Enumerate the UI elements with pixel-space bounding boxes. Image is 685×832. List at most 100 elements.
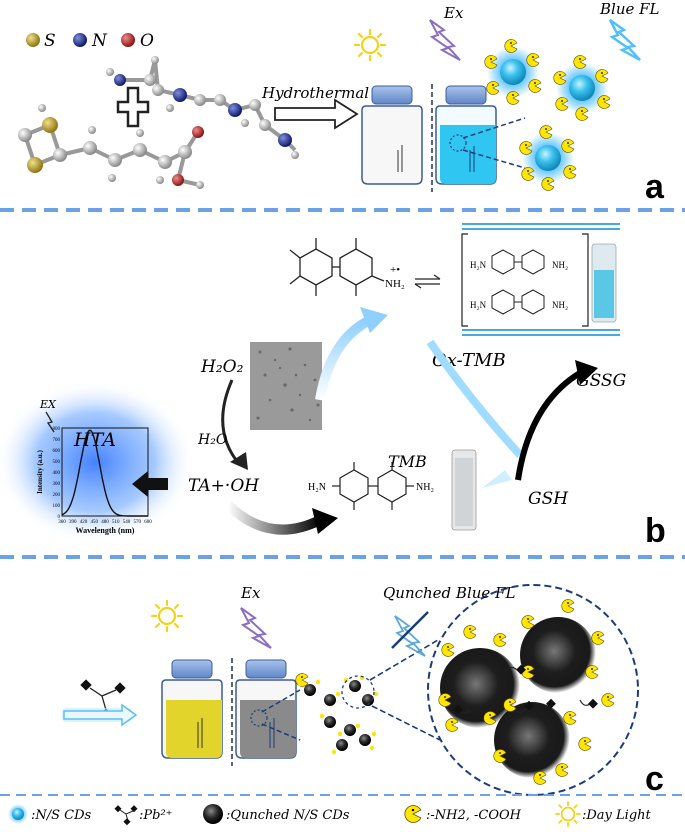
blue-cd: [553, 55, 611, 121]
x-tick-label: 510: [112, 520, 120, 525]
excitation-bolt-icon: [429, 19, 461, 61]
quenched-cd-small: [336, 739, 348, 751]
panel-a: S N O: [18, 0, 660, 192]
ex-spectrum-label: EX: [39, 398, 57, 411]
zoom-line: [261, 689, 301, 713]
ta-to-hta-arrow: [132, 471, 168, 497]
y-tick-label: 500: [53, 460, 61, 465]
quenched-cd-small: [324, 716, 336, 728]
tem-image: [250, 342, 322, 430]
gssg-label: GSSG: [576, 371, 626, 391]
radical-cation-mark: +•: [390, 264, 400, 276]
tmb-oxidation-arrow: [315, 315, 373, 401]
hydrothermal-label: Hydrothermal: [261, 84, 369, 102]
x-tick-label: 360: [58, 520, 66, 525]
ex-label-c: Ex: [240, 584, 261, 602]
atom-s-label: S: [44, 31, 56, 51]
nh2-label: NH₂: [552, 300, 568, 310]
legend-text: :Pb²⁺: [139, 808, 173, 823]
tmb-label: TMB: [388, 452, 427, 471]
tmb-structure: [332, 462, 414, 510]
zoomed-quenched-aggregate: [427, 584, 639, 796]
y-axis-label: Intensity (a.u.): [36, 449, 44, 493]
quenched-cd-small: [362, 694, 374, 706]
charge-transfer-complex: H₂N NH₂ H₂N NH₂: [461, 223, 620, 336]
y-tick-label: 0: [58, 515, 61, 520]
legend-item-nscds: :N/S CDs: [8, 804, 92, 824]
h2o-label: H₂O: [197, 432, 228, 448]
zoom-line: [371, 705, 441, 741]
quenched-cd-small: [344, 724, 356, 736]
ta-oh-label: TA+·OH: [188, 476, 260, 496]
panel-c: Ex: [62, 584, 639, 796]
quenched-cd-aggregates: [295, 673, 379, 755]
blue-cd: [519, 125, 577, 191]
vial-yellow: [161, 659, 223, 759]
vial-gray: [235, 659, 297, 759]
ex-label: Ex: [443, 4, 464, 22]
zoom-line: [462, 149, 526, 169]
tmb-radical-structure: [289, 238, 385, 296]
blue-fluorescence-bolt-icon: [608, 18, 642, 62]
y-tick-label: 600: [53, 449, 61, 454]
legend-item-pb: :Pb²⁺: [114, 805, 173, 826]
gsh-to-gssg-arrow: [515, 367, 587, 481]
sun-icon: [555, 801, 581, 827]
quenched-fl-icon: [391, 611, 429, 657]
quenched-cd-small: [324, 694, 336, 706]
pb-ion-icon: [80, 679, 126, 720]
sulfur-atom-icon: [26, 33, 40, 47]
panel-a-letter: a: [645, 168, 665, 206]
add-pb-arrow: [62, 703, 138, 727]
sun-icon: [150, 599, 184, 633]
legend-text: :N/S CDs: [31, 808, 92, 823]
y-tick-label: 300: [53, 482, 61, 487]
zoom-line: [261, 723, 301, 741]
h2o2-curved-arrow: [221, 379, 242, 466]
legend-item-quenched: :Qunched N/S CDs: [203, 804, 350, 824]
hta-fluorescence-glow: [0, 380, 195, 544]
nitrogen-atom-icon: [73, 33, 87, 47]
panel-b-letter: b: [645, 512, 666, 550]
tepa-molecule: [106, 56, 299, 159]
x-tick-label: 450: [91, 520, 99, 525]
quenched-cd-small: [359, 734, 371, 746]
h2o2-label: H₂O₂: [200, 357, 244, 377]
x-tick-label: 420: [80, 520, 88, 525]
zoom-line: [462, 117, 526, 139]
quenched-cd-large: [520, 617, 596, 693]
y-tick-label: 800: [53, 427, 61, 432]
tmb-nh2-label: NH₂: [416, 482, 434, 493]
tmb-h2n-label: H₂N: [308, 482, 326, 493]
vial-blue: [435, 85, 497, 185]
legend: :N/S CDs :Pb²⁺ :Qunched N/S CDs :-NH2, -…: [8, 801, 652, 827]
lipoic-acid-molecule: [18, 104, 204, 189]
y-tick-label: 200: [53, 493, 61, 498]
excitation-bolt-icon: [240, 607, 272, 649]
quenched-cd-small: [295, 673, 316, 696]
blue-cds-group: [484, 39, 611, 191]
h2n-plus-label: H₂N: [470, 260, 487, 270]
y-tick-label: 400: [53, 471, 61, 476]
legend-text: :Qunched N/S CDs: [226, 808, 350, 823]
atom-n-label: N: [91, 31, 108, 51]
legend-text: :Day Light: [582, 808, 652, 823]
vial-empty: [361, 85, 423, 185]
quenched-fl-label: Qunched Blue FL: [383, 584, 515, 602]
legend-item-daylight: :Day Light: [555, 801, 652, 827]
oxtmb-vial-photo: [591, 243, 617, 323]
x-tick-label: 540: [123, 520, 131, 525]
blue-fl-label: Blue FL: [599, 0, 660, 18]
pacman-icon: [404, 804, 422, 824]
quenched-cd-large: [494, 702, 570, 778]
equilibrium-arrows-icon: [414, 274, 441, 289]
quenched-cd-small: [349, 680, 361, 692]
sun-icon: [353, 28, 387, 62]
ex-bolt-icon: [45, 411, 55, 433]
emission-curve: [61, 429, 148, 517]
gsh-label: GSH: [528, 489, 569, 509]
x-tick-label: 570: [134, 520, 142, 525]
x-axis-label: Wavelength (nm): [76, 526, 135, 535]
nh2-radical-label: NH₂: [385, 278, 405, 290]
